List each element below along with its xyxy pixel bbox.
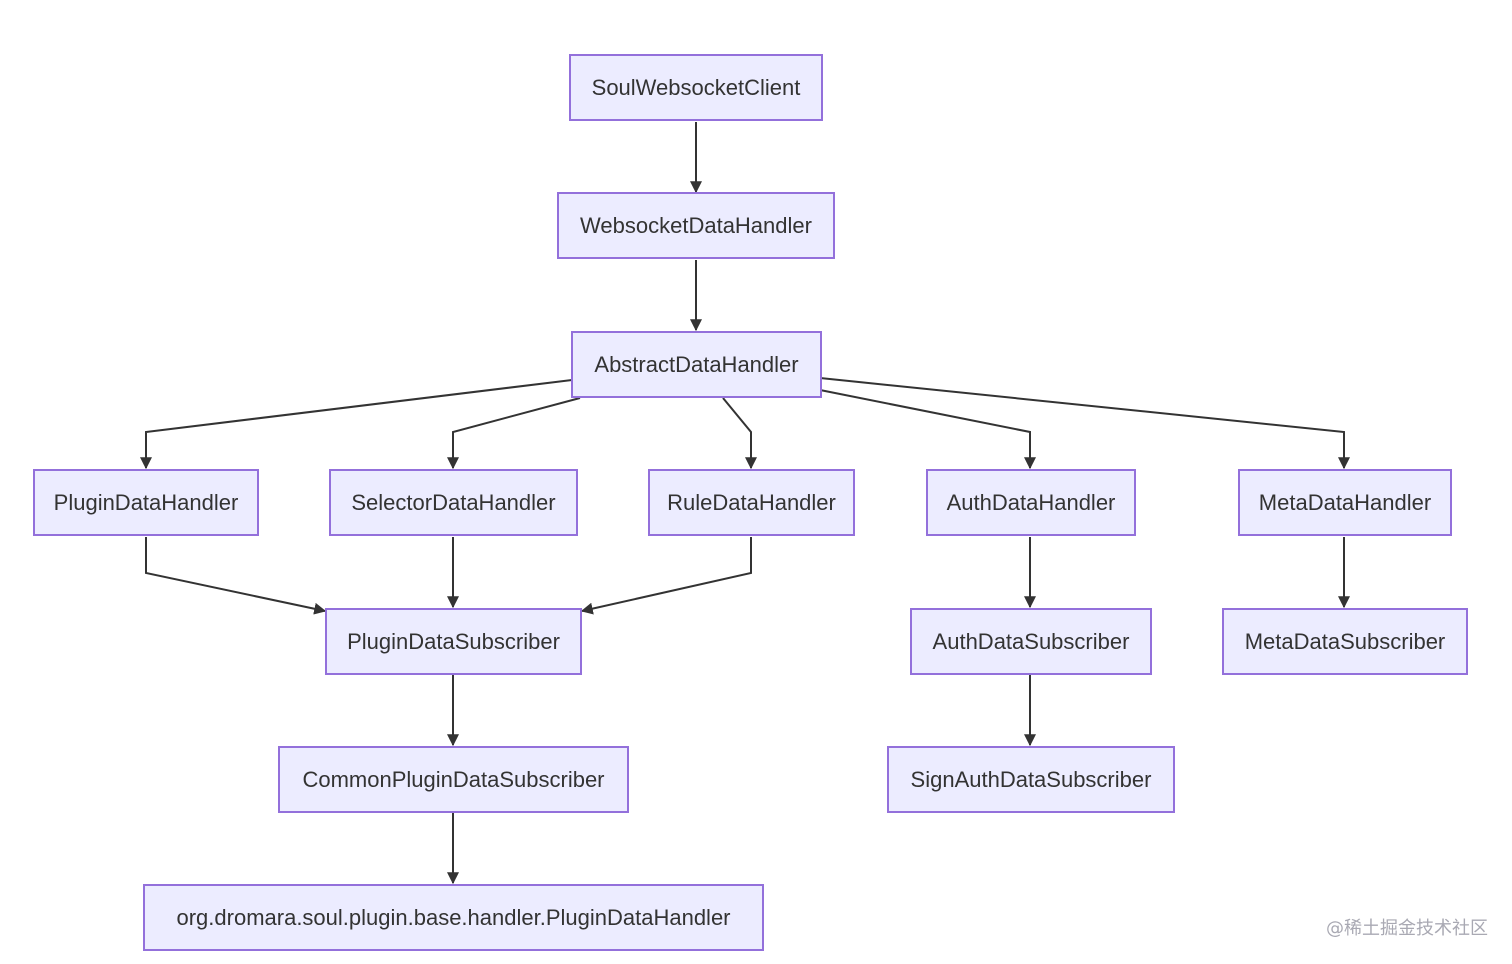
node-authdatasubscriber: AuthDataSubscriber [910, 608, 1152, 675]
edge-abstractdatahandler-to-ruledatahandler [722, 397, 757, 470]
node-signauthdatasubscriber: SignAuthDataSubscriber [887, 746, 1175, 813]
node-baseplugindatahandler: org.dromara.soul.plugin.base.handler.Plu… [143, 884, 764, 951]
node-plugindatahandler: PluginDataHandler [33, 469, 259, 536]
node-plugindatasubscriber: PluginDataSubscriber [325, 608, 582, 675]
edge-abstractdatahandler-to-authdatahandler [819, 389, 1036, 470]
node-websocketdatahandler: WebsocketDataHandler [557, 192, 835, 259]
node-metadatahandler: MetaDataHandler [1238, 469, 1452, 536]
edge-abstractdatahandler-to-metadatahandler [819, 377, 1350, 470]
edge-abstractdatahandler-to-plugindatahandler [140, 379, 573, 470]
edge-ruledatahandler-to-plugindatasubscriber [580, 537, 752, 615]
node-ruledatahandler: RuleDataHandler [648, 469, 855, 536]
edge-abstractdatahandler-to-selectordatahandler [447, 397, 581, 470]
node-authdatahandler: AuthDataHandler [926, 469, 1136, 536]
node-metadatasubscriber: MetaDataSubscriber [1222, 608, 1468, 675]
node-commonplugindatasubscriber: CommonPluginDataSubscriber [278, 746, 629, 813]
node-soulwebsocketclient: SoulWebsocketClient [569, 54, 823, 121]
edge-plugindatahandler-to-plugindatasubscriber [145, 537, 327, 615]
node-abstractdatahandler: AbstractDataHandler [571, 331, 822, 398]
watermark: @稀土掘金技术社区 [1326, 918, 1488, 939]
node-selectordatahandler: SelectorDataHandler [329, 469, 578, 536]
